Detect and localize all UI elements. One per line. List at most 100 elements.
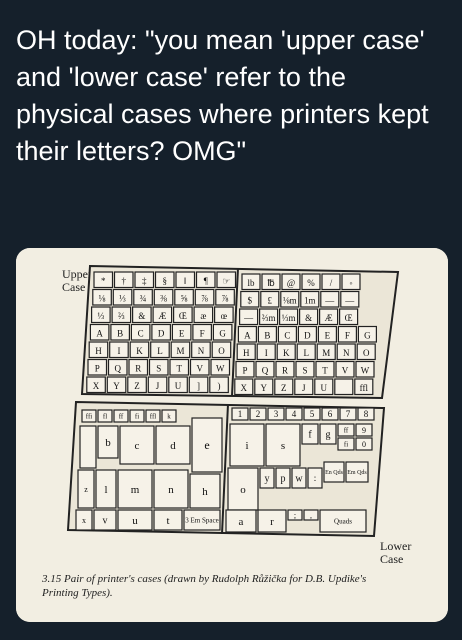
svg-text:S: S	[156, 363, 161, 373]
svg-text:§: §	[163, 276, 168, 286]
lower-case-cell: s	[265, 423, 301, 467]
svg-text:K: K	[136, 346, 143, 356]
figure-caption-line-2: Printing Types).	[41, 587, 113, 599]
upper-left-cell: H	[88, 341, 109, 359]
svg-text:⅛: ⅛	[99, 293, 106, 303]
svg-text:⅓: ⅓	[119, 293, 126, 303]
upper-right-cell: Y	[254, 378, 274, 396]
upper-left-cell: ⅛	[92, 288, 112, 306]
svg-text:x: x	[82, 516, 86, 525]
svg-text:Œ: Œ	[345, 313, 353, 323]
svg-text:G: G	[364, 330, 371, 340]
svg-text:E: E	[179, 328, 185, 338]
upper-right-cell: P	[235, 360, 255, 378]
svg-text:fl: fl	[103, 412, 107, 420]
lower-case-cell: f	[301, 423, 319, 445]
svg-text:J: J	[156, 381, 160, 391]
upper-left-cell: ]	[188, 376, 209, 394]
svg-text:W: W	[361, 365, 370, 375]
lower-case-cell: c	[119, 425, 155, 465]
upper-left-cell: æ	[193, 306, 214, 324]
lower-case-cell: Em Qds	[345, 461, 369, 483]
svg-text:h: h	[202, 486, 208, 498]
svg-text:b: b	[105, 437, 111, 449]
svg-text:⅛m: ⅛m	[283, 295, 297, 305]
upper-left-cell: ⅔	[111, 306, 132, 324]
svg-text:4: 4	[292, 409, 297, 419]
upper-left-cell: ⅜	[153, 288, 174, 306]
upper-right-cell: M	[316, 343, 336, 361]
lower-case-label-1: Lower	[380, 539, 411, 553]
upper-right-cell: H	[236, 343, 256, 361]
svg-text:]: ]	[197, 381, 200, 391]
svg-text:3: 3	[274, 409, 279, 419]
upper-right-cell: C	[277, 325, 297, 343]
upper-left-cell: Y	[106, 376, 127, 394]
svg-text:Q: Q	[115, 363, 122, 373]
upper-left-cell: ¶	[195, 271, 216, 289]
upper-right-cell: N	[336, 343, 356, 361]
upper-left-cell: ⅓	[112, 288, 133, 306]
upper-right-cell: U	[314, 378, 334, 396]
lower-case-cell: i	[229, 423, 265, 467]
svg-text:‖: ‖	[184, 276, 187, 286]
svg-text:lb: lb	[247, 278, 255, 288]
upper-left-cell: ☞	[216, 271, 237, 289]
svg-text:P: P	[95, 363, 100, 373]
svg-text:T: T	[322, 365, 328, 375]
upper-right-cell: R	[275, 360, 295, 378]
svg-text:c: c	[135, 440, 140, 452]
svg-text:6: 6	[328, 409, 333, 419]
svg-text:p: p	[281, 474, 286, 485]
upper-right-cell: K	[276, 343, 296, 361]
upper-right-cell: S	[295, 360, 315, 378]
svg-text:/: /	[330, 278, 333, 288]
svg-text:⅓: ⅓	[97, 311, 104, 321]
upper-right-cell: @	[281, 273, 301, 291]
upper-right-cell: ffl	[354, 378, 374, 396]
upper-left-cell: §	[154, 271, 175, 289]
figure-caption-line-1: 3.15 Pair of printer's cases (drawn by R…	[41, 573, 366, 585]
upper-left-cell: O	[211, 341, 232, 359]
svg-text:M: M	[176, 346, 184, 356]
upper-left-cell: D	[151, 323, 171, 341]
lower-case-cell: 1	[231, 407, 249, 421]
svg-text:Æ: Æ	[325, 313, 333, 323]
upper-right-cell: I	[256, 343, 276, 361]
upper-right-cell: Z	[274, 378, 294, 396]
svg-text:⅔: ⅔	[118, 311, 125, 321]
svg-text:F: F	[200, 328, 205, 338]
svg-text:U: U	[321, 383, 328, 393]
svg-text:I: I	[265, 348, 268, 358]
svg-text:A: A	[96, 328, 103, 338]
svg-text:M: M	[322, 348, 330, 358]
upper-right-cell: ⅛m	[280, 290, 300, 308]
svg-text:℔: ℔	[267, 278, 274, 288]
lower-case-cell: m	[117, 469, 153, 509]
upper-right-cell: £	[260, 290, 280, 308]
lower-case-cell: p	[275, 467, 291, 489]
upper-left-cell: †	[113, 271, 134, 289]
svg-text:Em Qds: Em Qds	[347, 470, 367, 476]
upper-right-cell: —	[340, 290, 360, 308]
upper-right-cell: /	[321, 273, 341, 291]
lower-case-cell: Quads	[319, 509, 367, 533]
upper-left-cell: ⅞	[215, 288, 235, 306]
svg-text:L: L	[303, 348, 309, 358]
svg-text:s: s	[281, 440, 285, 452]
svg-text:n: n	[168, 484, 174, 496]
upper-right-cell: Æ	[319, 308, 339, 326]
upper-right-cell: ◦	[341, 273, 361, 291]
lower-case-cell: fl	[97, 409, 113, 423]
svg-text:W: W	[216, 363, 225, 373]
upper-right-cell: V	[335, 360, 355, 378]
svg-text:Œ: Œ	[179, 311, 187, 321]
svg-text:O: O	[363, 348, 370, 358]
upper-left-cell: ⅓	[90, 306, 111, 324]
svg-text:I: I	[117, 346, 120, 356]
upper-right-cell: W	[355, 360, 375, 378]
svg-text:l: l	[104, 484, 107, 496]
svg-text:P: P	[242, 365, 247, 375]
